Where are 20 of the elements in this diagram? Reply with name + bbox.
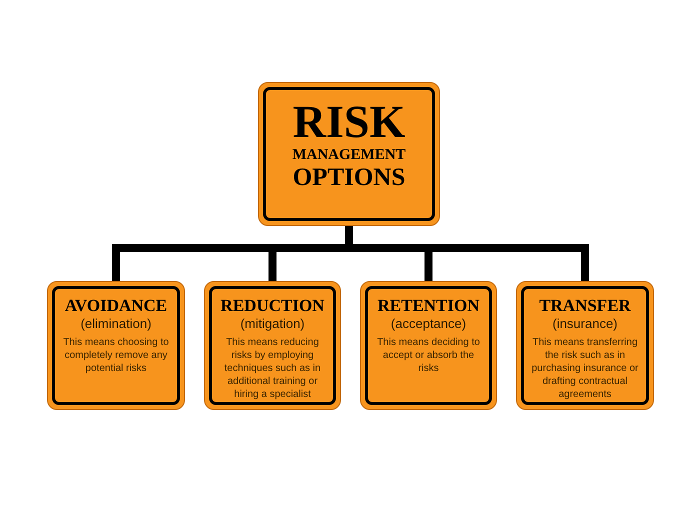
subheading-text: (insurance)	[552, 316, 618, 332]
sign-box	[47, 281, 185, 410]
heading-text: RETENTION	[377, 296, 480, 316]
description-text: This means choosing to completely remove any potential risks	[62, 336, 170, 375]
sign-box	[258, 82, 440, 226]
heading-text: REDUCTION	[220, 296, 324, 316]
sign-box	[516, 281, 654, 410]
heading-text: AVOIDANCE	[64, 296, 168, 316]
description-text: This means transferring the risk such as in purchasing insurance or drafting contractual agreements	[530, 336, 640, 401]
title-text: RISK	[292, 98, 406, 146]
sign-box	[360, 281, 497, 410]
sign-box	[204, 281, 341, 410]
subtitle-text: OPTIONS	[292, 164, 406, 192]
description-text: This means deciding to accept or absorb the risks	[376, 336, 481, 375]
heading-text: TRANSFER	[539, 296, 631, 316]
subheading-text: (mitigation)	[240, 316, 305, 332]
subtitle-text: MANAGEMENT	[292, 146, 406, 164]
description-text: This means reducing risks by employing techniques such as in additional training or hiring a specialist	[223, 336, 322, 401]
subheading-text: (acceptance)	[390, 316, 466, 332]
subheading-text: (elimination)	[80, 316, 152, 332]
